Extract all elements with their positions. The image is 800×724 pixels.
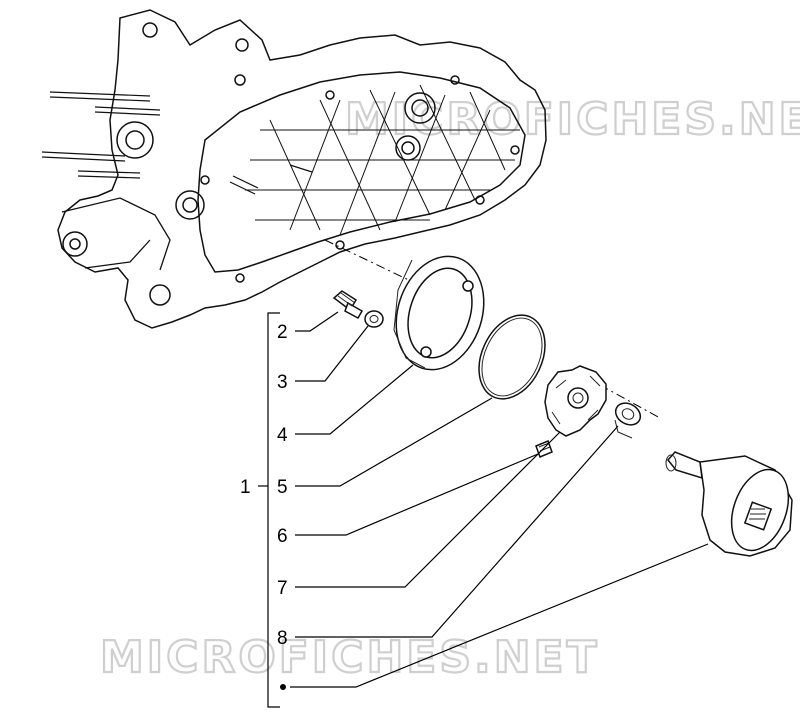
watermark-top: MICROFICHES.NET [345,94,800,145]
leader-lines [258,311,709,708]
callout-assembly: 1 [240,477,251,498]
callout-3: 3 [277,372,288,393]
bolt-part [332,290,364,320]
bushing-part [614,402,642,439]
callout-8: 8 [277,628,288,649]
crankcase-housing [41,9,547,329]
callout-7: 7 [277,578,288,599]
variator-pulley-part [665,451,793,557]
roller-part [535,440,553,458]
callout-2: 2 [277,322,288,343]
ramp-plate-part [544,365,607,437]
spacer-nut-part [364,310,384,328]
callout-6: 6 [277,526,288,547]
callout-4: 4 [277,425,288,446]
o-ring-part [478,314,546,400]
watermark-bottom: MICROFICHES.NET [100,632,600,683]
drive-ring-part [393,255,485,371]
callout-5: 5 [277,477,288,498]
leader-dot [280,684,286,690]
